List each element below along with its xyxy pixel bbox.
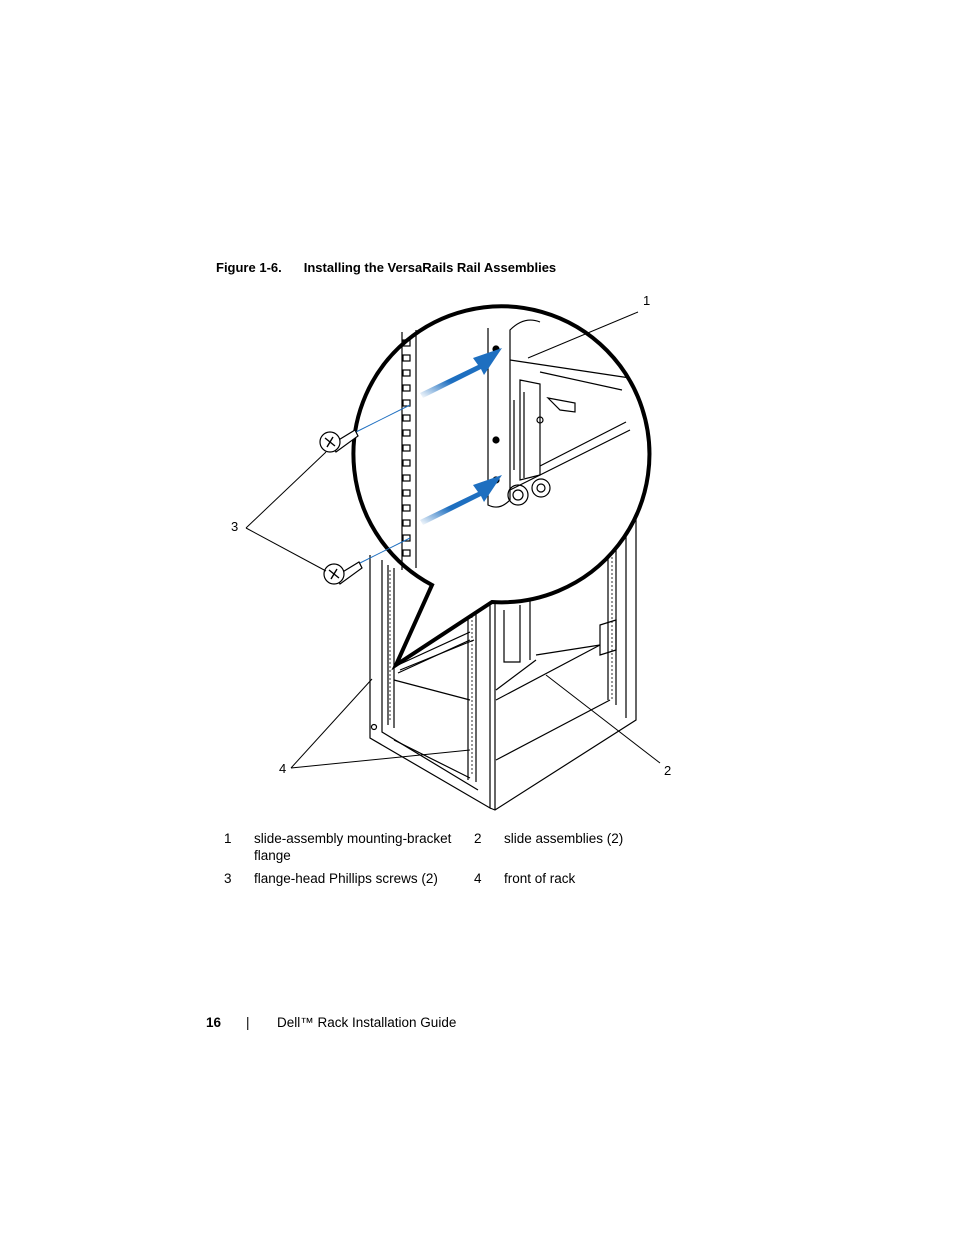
- screw-alignment-lines: [355, 404, 411, 566]
- legend-number: 4: [474, 871, 482, 886]
- document-title: Dell™ Rack Installation Guide: [277, 1015, 457, 1030]
- callout-2: 2: [664, 763, 672, 778]
- page-number: 16: [206, 1015, 222, 1030]
- legend-text: flange-head Phillips screws (2): [254, 871, 438, 886]
- callout-4: 4: [279, 761, 287, 776]
- footer-separator: |: [246, 1015, 250, 1030]
- phillips-screw-top: [319, 429, 359, 453]
- figure-caption: Figure 1-6. Installing the VersaRails Rai…: [216, 260, 556, 275]
- legend-row: 1 slide-assembly mounting-bracket flange…: [224, 830, 664, 870]
- legend-text: front of rack: [504, 871, 576, 886]
- phillips-screw-bottom: [323, 561, 363, 585]
- figure-legend: 1 slide-assembly mounting-bracket flange…: [224, 830, 664, 910]
- insertion-arrows: [420, 348, 502, 525]
- legend-row: 3 flange-head Phillips screws (2) 4 fron…: [224, 870, 664, 910]
- magnified-rack-post: [401, 330, 417, 570]
- magnifier-bubble: [351, 304, 652, 671]
- callout-3: 3: [231, 519, 239, 534]
- callout-1: 1: [643, 293, 651, 308]
- legend-number: 1: [224, 831, 232, 846]
- leader-lines: [245, 311, 661, 769]
- legend-number: 2: [474, 831, 482, 846]
- figure-title: Installing the VersaRails Rail Assemblie…: [303, 260, 557, 275]
- legend-number: 3: [224, 871, 232, 886]
- legend-text: slide-assembly mounting-bracket flange: [254, 831, 452, 863]
- legend-text: slide assemblies (2): [504, 831, 624, 846]
- figure-number: Figure 1-6.: [216, 260, 282, 275]
